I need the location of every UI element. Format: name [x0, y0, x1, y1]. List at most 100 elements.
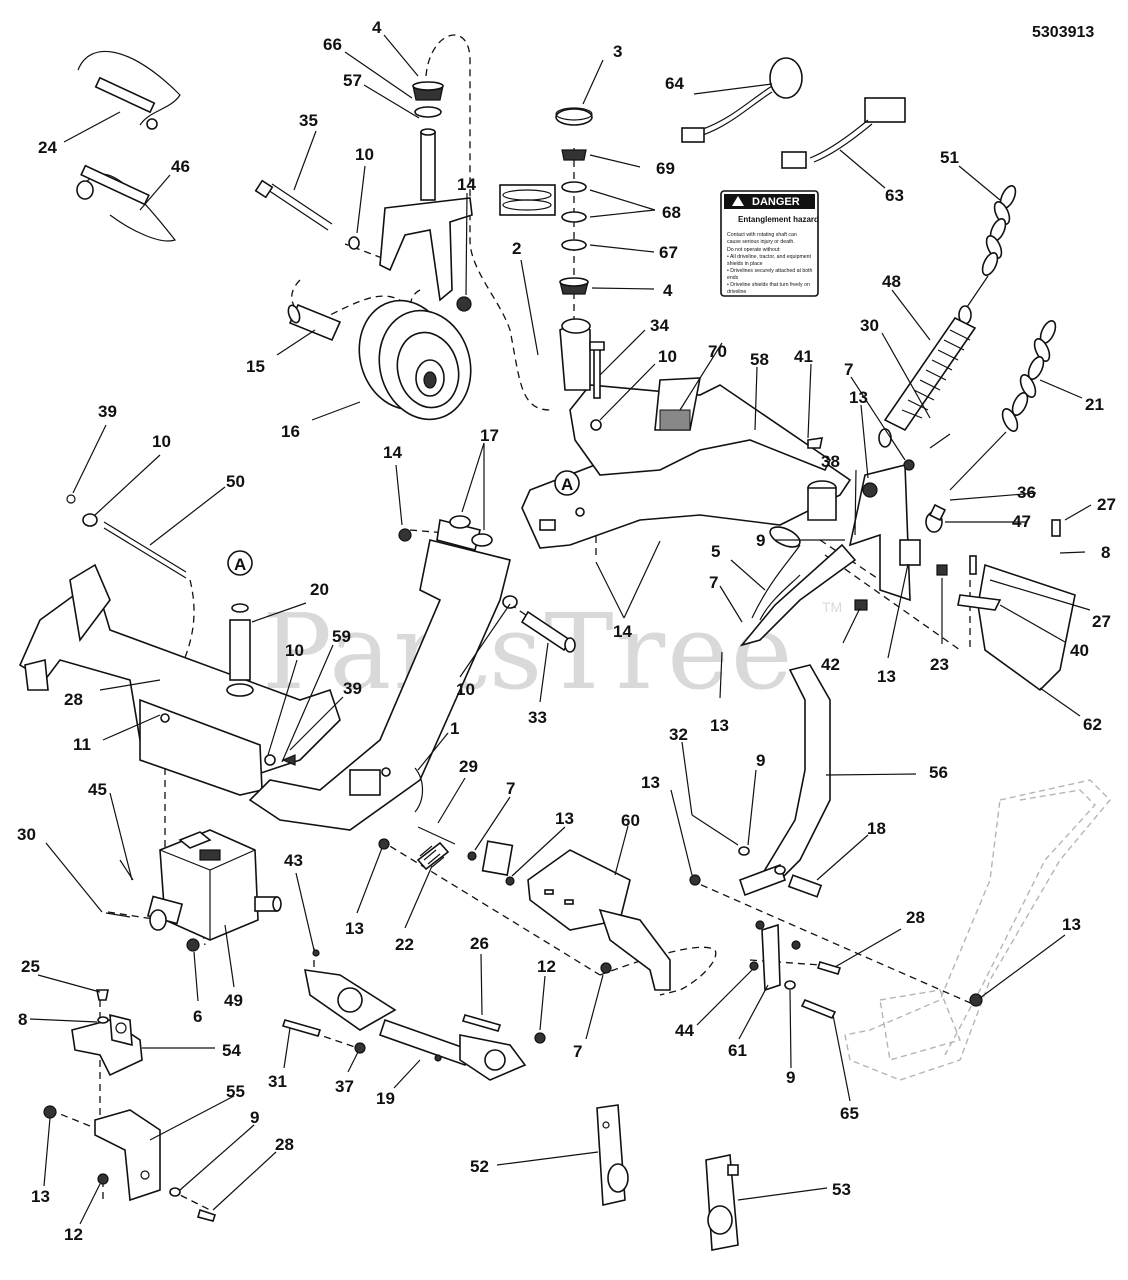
plate-52 — [596, 1104, 629, 1206]
callouts: 4 66 57 35 10 14 24 46 15 16 3 69 68 67 … — [17, 18, 1116, 1244]
callout-14: 14 — [613, 622, 632, 641]
spring-48 — [878, 316, 977, 448]
callout-5: 5 — [711, 542, 720, 561]
callout-13: 13 — [877, 667, 896, 686]
danger-label-line: • Driveline shields that turn freely on — [727, 282, 810, 288]
view-marker-a-top: A — [234, 555, 246, 574]
callout-27: 27 — [1092, 612, 1111, 631]
callout-7: 7 — [506, 779, 515, 798]
pin-33 — [520, 610, 576, 653]
callout-19: 19 — [376, 1089, 395, 1108]
spindle-stack — [555, 107, 593, 295]
callout-42: 42 — [821, 655, 840, 674]
bracket-60 — [527, 849, 671, 991]
callout-60: 60 — [621, 811, 640, 830]
watermark-trademark: TM — [822, 599, 842, 615]
callout-64: 64 — [665, 74, 684, 93]
callout-27: 27 — [1097, 495, 1116, 514]
clip-pin-24 — [77, 50, 181, 130]
callout-30: 30 — [860, 316, 879, 335]
callout-43: 43 — [284, 851, 303, 870]
callout-9: 9 — [250, 1108, 259, 1127]
callout-39: 39 — [98, 402, 117, 421]
danger-label-header: DANGER — [752, 196, 800, 208]
callout-24: 24 — [38, 138, 57, 157]
callout-15: 15 — [246, 357, 265, 376]
callout-21: 21 — [1085, 395, 1104, 414]
callout-28: 28 — [275, 1135, 294, 1154]
callout-63: 63 — [885, 186, 904, 205]
callout-2: 2 — [512, 239, 521, 258]
callout-45: 45 — [88, 780, 107, 799]
danger-label-line: shields in place — [727, 261, 763, 267]
danger-label-line: • All driveline, tractor, and equipment — [727, 254, 812, 260]
callout-10: 10 — [658, 347, 677, 366]
callout-54: 54 — [222, 1041, 241, 1060]
link-61 — [600, 920, 983, 1020]
danger-label-title: Entanglement hazard — [738, 215, 819, 224]
callout-13: 13 — [849, 388, 868, 407]
lift-arm-5 — [739, 526, 868, 647]
callout-34: 34 — [650, 316, 669, 335]
callout-39: 39 — [343, 679, 362, 698]
callout-6: 6 — [193, 1007, 202, 1026]
callout-8: 8 — [18, 1010, 27, 1029]
danger-label-line: Do not operate without: — [727, 247, 781, 253]
gearbox-49 — [105, 829, 282, 952]
callout-13: 13 — [345, 919, 364, 938]
danger-label-line: driveline — [727, 289, 746, 295]
view-marker-a-frame: A — [561, 475, 573, 494]
callout-20: 20 — [310, 580, 329, 599]
callout-58: 58 — [750, 350, 769, 369]
callout-41: 41 — [794, 347, 813, 366]
plate-53 — [705, 1154, 739, 1251]
callout-17: 17 — [480, 426, 499, 445]
callout-23: 23 — [930, 655, 949, 674]
callout-48: 48 — [882, 272, 901, 291]
callout-59: 59 — [332, 627, 351, 646]
callout-10: 10 — [456, 680, 475, 699]
callout-13: 13 — [641, 773, 660, 792]
callout-50: 50 — [226, 472, 245, 491]
axle-15 — [287, 303, 342, 342]
danger-label-line: Contact with rotating shaft can — [727, 232, 797, 238]
chain-51 — [958, 185, 1017, 325]
callout-46: 46 — [171, 157, 190, 176]
arm-upright — [248, 515, 518, 831]
lever-56 — [689, 664, 831, 898]
callout-4: 4 — [663, 281, 673, 300]
callout-4: 4 — [372, 18, 382, 37]
frame-59 — [18, 563, 341, 796]
callout-66: 66 — [323, 35, 342, 54]
callout-35: 35 — [299, 111, 318, 130]
callout-62: 62 — [1083, 715, 1102, 734]
callout-53: 53 — [832, 1180, 851, 1199]
harness-64 — [681, 57, 803, 143]
callout-25: 25 — [21, 957, 40, 976]
callout-32: 32 — [669, 725, 688, 744]
callout-9: 9 — [756, 531, 765, 550]
wheel-16 — [358, 299, 472, 421]
callout-65: 65 — [840, 1104, 859, 1123]
callout-56: 56 — [929, 763, 948, 782]
ring-set-box — [499, 184, 556, 216]
callout-69: 69 — [656, 159, 675, 178]
clip-pin-46 — [76, 164, 176, 242]
callout-13: 13 — [710, 716, 729, 735]
callout-12: 12 — [537, 957, 556, 976]
mount-bracket-38 — [807, 433, 951, 602]
callout-70: 70 — [708, 342, 727, 361]
harness-63 — [781, 97, 906, 169]
callout-1: 1 — [450, 719, 459, 738]
callout-33: 33 — [528, 708, 547, 727]
callout-7: 7 — [573, 1042, 582, 1061]
chain-21 — [949, 320, 1057, 491]
danger-label-70: DANGER Entanglement hazard Contact with … — [720, 190, 819, 297]
callout-44: 44 — [675, 1021, 694, 1040]
callout-28: 28 — [64, 690, 83, 709]
diagram-number: 5303913 — [1032, 24, 1094, 41]
spring-22 — [378, 826, 515, 886]
danger-label-line: • Drivelines securely attached at both — [727, 268, 813, 274]
driveline-19 — [281, 949, 546, 1081]
